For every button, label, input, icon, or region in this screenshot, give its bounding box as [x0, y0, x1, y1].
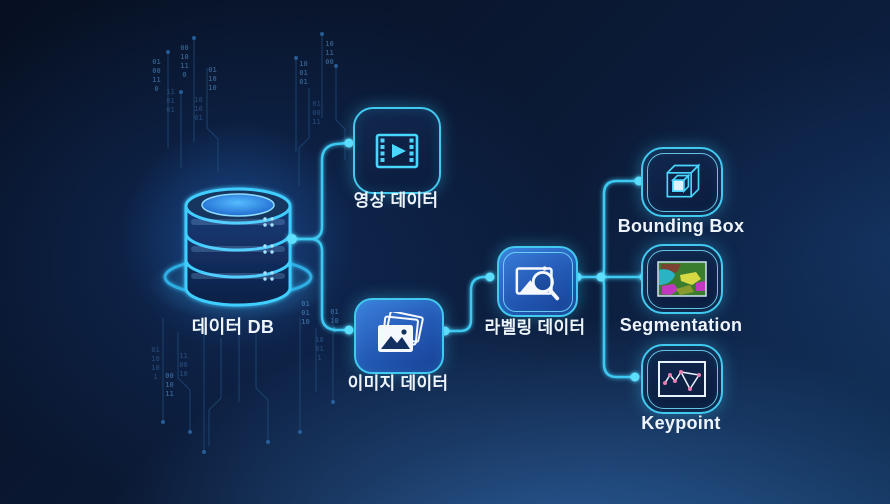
- segmentation-map-icon: [657, 261, 707, 297]
- circuit-node-dots: [161, 32, 338, 454]
- node-segmentation: [641, 244, 723, 314]
- node-db-label: 데이터 DB: [191, 317, 275, 337]
- connector-lines: [290, 141, 645, 379]
- node-labeling-label: 라벨링 데이터: [484, 318, 586, 337]
- database-icon: [163, 187, 313, 307]
- film-play-icon: [375, 133, 419, 168]
- node-bounding-box: [641, 147, 723, 217]
- photo-stack-icon: [378, 312, 424, 352]
- node-video-data: [353, 107, 441, 194]
- node-image-label: 이미지 데이터: [347, 374, 449, 393]
- connector-dots: [287, 138, 649, 382]
- node-bounding-box-label: Bounding Box: [617, 216, 745, 236]
- node-image-data: [354, 298, 444, 374]
- node-keypoint-label: Keypoint: [641, 413, 721, 433]
- node-keypoint: [641, 344, 723, 414]
- cube-3d-icon: [666, 163, 701, 198]
- photo-magnifier-icon: [515, 265, 559, 300]
- keypoint-graph-icon: [658, 361, 706, 397]
- node-segmentation-label: Segmentation: [619, 315, 743, 335]
- node-video-label: 영상 데이터: [353, 191, 439, 210]
- node-labeling-data: [497, 246, 578, 317]
